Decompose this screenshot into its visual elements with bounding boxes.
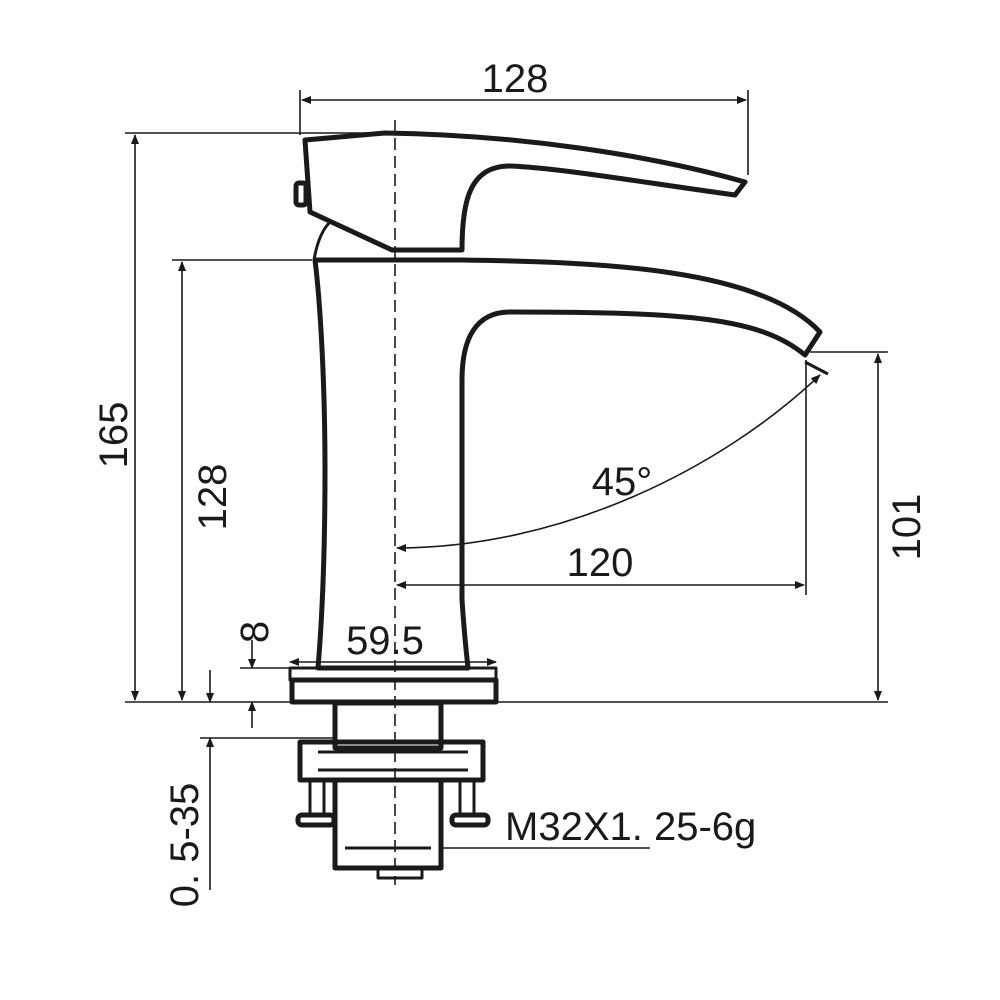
label-body-height: 128: [191, 464, 235, 531]
bolt-nut: [449, 812, 491, 828]
label-base-thickness: 8: [233, 621, 277, 643]
label-base-diameter: 59.5: [346, 619, 424, 663]
inlet-nipple: [376, 866, 424, 880]
bolt-nut: [295, 812, 337, 828]
cartridge-neck: [312, 220, 332, 261]
mounting-shank: [332, 700, 444, 751]
threaded-tail: [332, 777, 444, 871]
mounting-bolt: [458, 778, 476, 817]
dimension-lines: [125, 90, 888, 890]
mounting-bolt: [308, 778, 326, 817]
handle-lever: [302, 130, 748, 253]
handle-button: [293, 180, 309, 208]
label-spray-angle: 45°: [592, 460, 653, 504]
label-total-height: 165: [92, 402, 136, 469]
label-top-width: 128: [482, 57, 549, 101]
faucet-body: [312, 257, 823, 671]
base-plate: [289, 677, 499, 705]
angle-arc: [396, 374, 821, 552]
label-deck-range: 0. 5-35: [163, 783, 207, 908]
spout-aerator-mark: [804, 360, 829, 376]
label-spout-height: 101: [885, 494, 929, 561]
dimension-labels: 128 165 128 101 120 45° 59.5 8 0. 5-35 M…: [92, 57, 929, 907]
faucet-outline: [288, 130, 829, 880]
label-thread-spec: M32X1. 25-6g: [505, 805, 756, 849]
label-spout-reach: 120: [567, 541, 634, 585]
